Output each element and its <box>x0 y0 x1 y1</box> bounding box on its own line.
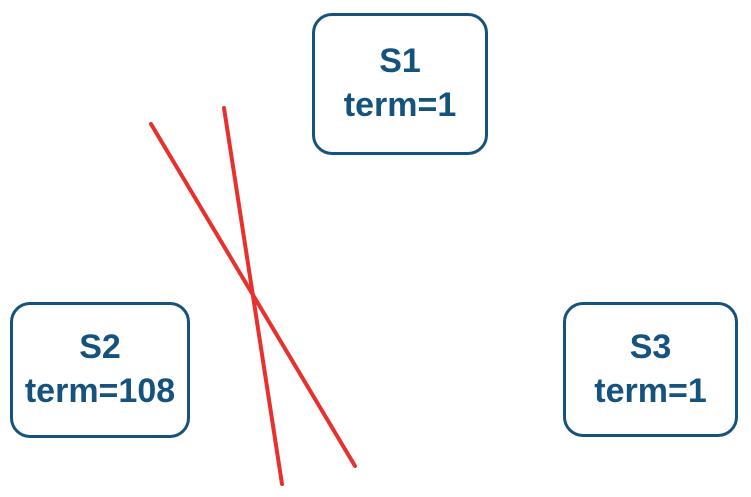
server-term: term=108 <box>24 372 176 410</box>
server-name: S2 <box>79 328 121 367</box>
server-node-s3: S3 term=1 <box>563 302 738 437</box>
server-name: S3 <box>629 327 672 366</box>
server-name: S1 <box>379 42 421 81</box>
server-node-s2: S2 term=108 <box>10 302 190 438</box>
server-term: term=1 <box>594 371 707 410</box>
broken-link-line <box>222 106 284 486</box>
server-term: term=1 <box>343 86 457 124</box>
server-node-s1: S1 term=1 <box>312 13 488 155</box>
